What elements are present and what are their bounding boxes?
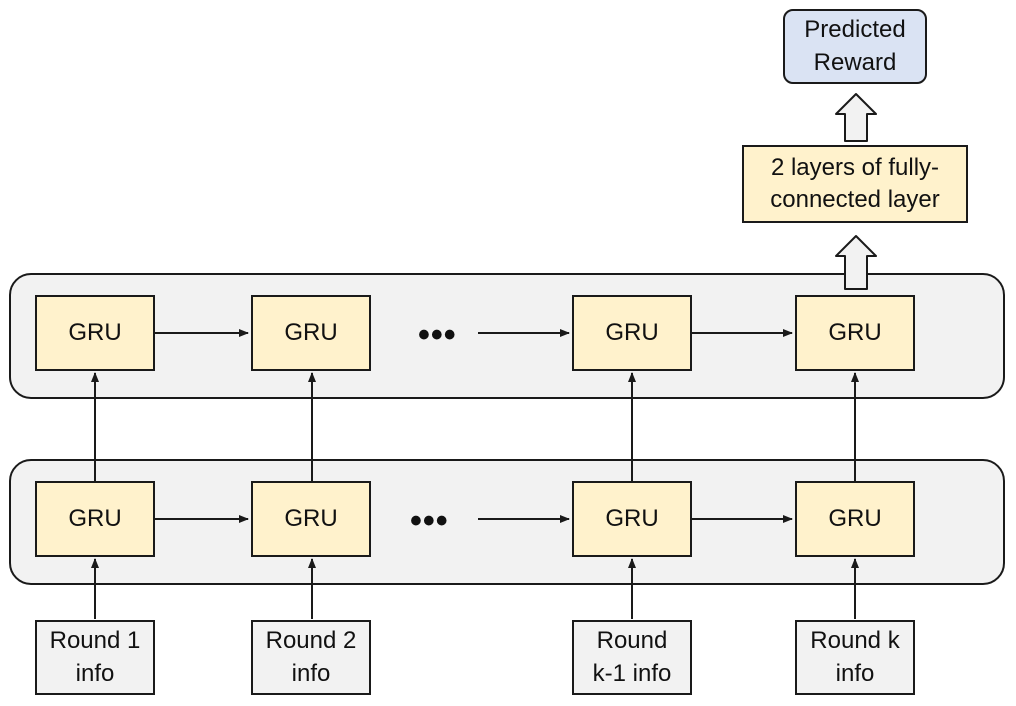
gru-layer2-cell-3: GRU (572, 295, 692, 371)
input-round-2-label: Round 2 info (265, 627, 357, 687)
gru-layer1-cell-3: GRU (572, 481, 692, 557)
block-arrow-to-output (835, 93, 877, 142)
input-round-2: Round 2 info (251, 620, 371, 695)
fully-connected-label: 2 layers of fully- connected layer (770, 153, 940, 213)
predicted-reward-box: Predicted Reward (783, 9, 927, 84)
gru-layer1-cell-4: GRU (795, 481, 915, 557)
gru-layer1-cell-1: GRU (35, 481, 155, 557)
ellipsis-layer1: ••• (410, 502, 449, 540)
input-round-k-1: Round k-1 info (572, 620, 692, 695)
input-round-k: Round k info (795, 620, 915, 695)
input-round-k-label: Round k info (810, 627, 900, 687)
input-round-1-label: Round 1 info (49, 627, 141, 687)
block-arrow-to-fc (835, 235, 877, 290)
input-round-k-1-label: Round k-1 info (592, 627, 672, 687)
gru-layer1-cell-2: GRU (251, 481, 371, 557)
gru-layer2-cell-1: GRU (35, 295, 155, 371)
fully-connected-box: 2 layers of fully- connected layer (742, 145, 968, 223)
gru-layer2-cell-4: GRU (795, 295, 915, 371)
predicted-reward-label: Predicted Reward (804, 16, 906, 76)
ellipsis-layer2: ••• (418, 316, 457, 354)
gru-layer2-cell-2: GRU (251, 295, 371, 371)
input-round-1: Round 1 info (35, 620, 155, 695)
